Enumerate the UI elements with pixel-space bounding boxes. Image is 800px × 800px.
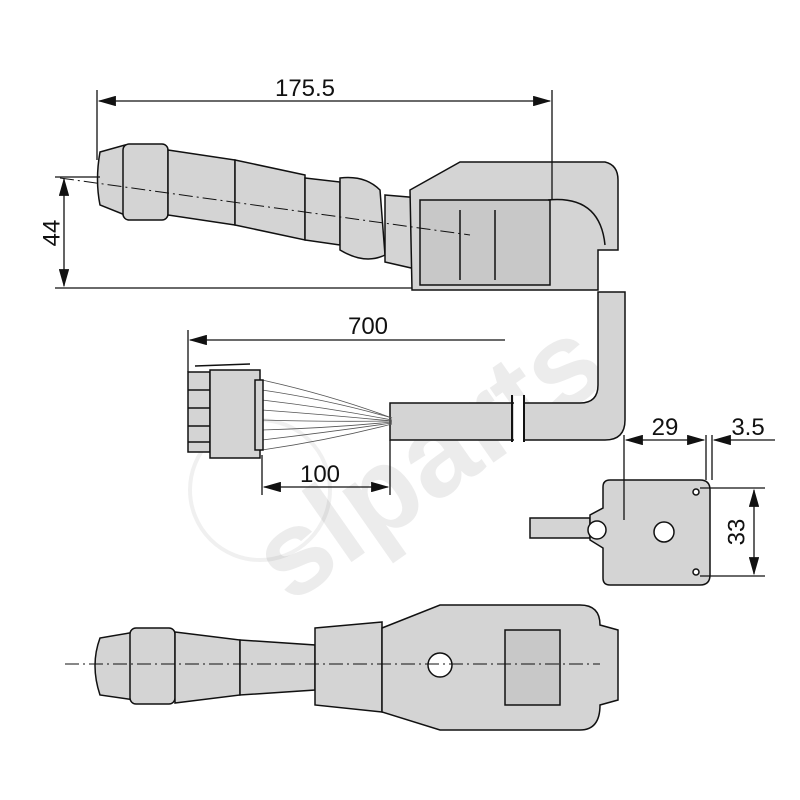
dimension-lines — [55, 90, 775, 577]
dim-lever-height: 44 — [38, 220, 65, 247]
dim-cable-length: 700 — [348, 313, 388, 340]
connector-plug — [187, 363, 264, 459]
mount-plate-view — [529, 479, 711, 586]
dim-mount-edge: 3.5 — [731, 414, 764, 441]
lever-axis-line — [59, 177, 471, 236]
dim-mount-height: 33 — [723, 519, 750, 546]
lever-top-view — [94, 604, 619, 731]
dim-mount-offset: 29 — [652, 414, 679, 441]
svg-text:slparts: slparts — [228, 291, 627, 626]
lever-side-view — [96, 143, 619, 291]
wires — [261, 379, 393, 451]
dim-overall-length: 175.5 — [275, 75, 335, 102]
dim-wire-length: 100 — [300, 461, 340, 488]
